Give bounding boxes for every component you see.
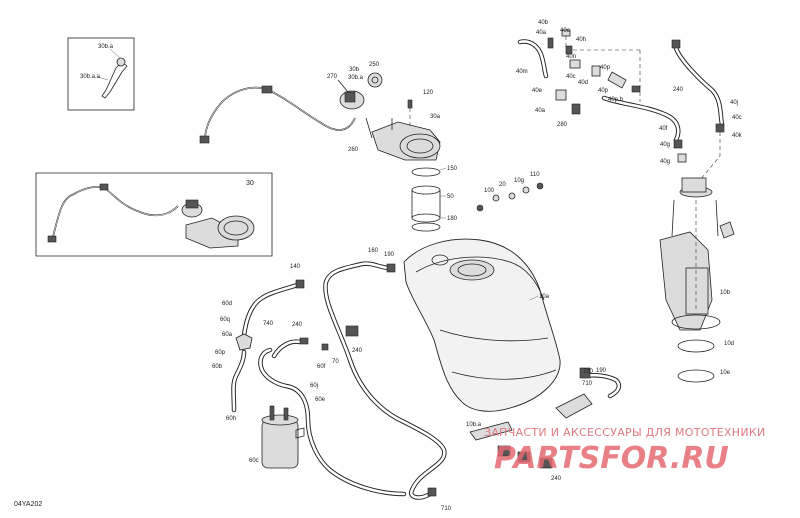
callout-40f: 40f (659, 126, 668, 132)
callout-110: 110 (530, 172, 540, 178)
callout-190: 190 (384, 252, 395, 258)
callout-240-d: 240 (673, 87, 684, 93)
callout-710-b: 710 (441, 506, 452, 512)
callout-40a: 40a (536, 30, 547, 36)
callout-10g: 10g (514, 178, 524, 184)
callout-40h: 40h (576, 37, 586, 43)
callout-40g-b: 40g (660, 159, 670, 165)
callout-240-c: 240 (551, 476, 562, 482)
callout-240-b: 240 (352, 348, 363, 354)
callout-140: 140 (290, 264, 301, 270)
callout-280: 280 (557, 122, 568, 128)
evap-canister-hoses: 140 60d 60q 60a 60p 60b 740 240 240 70 6… (212, 264, 407, 497)
callout-70: 70 (332, 359, 339, 365)
watermark-text: ЗАПЧАСТИ И АКСЕССУАРЫ ДЛЯ МОТОТЕХНИКИ (484, 426, 766, 439)
callout-40d: 40d (578, 80, 588, 86)
callout-100: 100 (484, 188, 495, 194)
callout-60e: 60e (315, 397, 326, 403)
callout-260: 260 (348, 147, 359, 153)
callout-40e: 40e (532, 88, 543, 94)
callout-40p: 40p (600, 65, 611, 71)
callout-40a-2: 40a (535, 108, 546, 114)
callout-40c-2: 40c (566, 74, 576, 80)
callout-190-b: 190 (596, 368, 607, 374)
callout-40b: 40b (538, 20, 549, 26)
callout-50: 50 (447, 194, 454, 200)
callout-60b: 60b (212, 364, 223, 370)
callout-40j: 40j (730, 100, 738, 106)
inset-pump-assembly: 30 (35, 172, 273, 257)
callout-40p-2: 40p (598, 88, 609, 94)
callout-250: 250 (369, 62, 380, 68)
fuel-pump-module-top: 270 30b 30b.a 250 120 30a 260 (199, 62, 441, 161)
callout-740: 740 (263, 321, 274, 327)
callout-240-a: 240 (292, 322, 303, 328)
callout-30b-a-2: 30b.a (348, 75, 364, 81)
vent-hose-left: 160 190 (323, 248, 447, 500)
diagram-code: 04YA202 (14, 501, 42, 508)
callout-10a: 10a (539, 294, 550, 300)
callout-150: 150 (447, 166, 458, 172)
callout-40c-3: 40c (732, 115, 742, 121)
callout-60d: 60d (222, 301, 232, 307)
callout-40g: 40g (660, 142, 670, 148)
callout-40p-b: 40p.b (608, 97, 624, 103)
callout-60q: 60q (220, 317, 230, 323)
callout-60j: 60j (310, 383, 318, 389)
callout-30a: 30a (430, 114, 441, 120)
callout-60h: 60h (226, 416, 236, 422)
callout-20: 20 (499, 182, 506, 188)
callout-730: 730 (583, 369, 594, 375)
inset-label-30: 30 (246, 180, 254, 187)
callout-30b-a-a: 30b.a.a (80, 74, 101, 80)
callout-160: 160 (368, 248, 379, 254)
small-fittings-centre: 110 100 20 10g (476, 172, 544, 212)
callout-10e: 10e (720, 370, 731, 376)
callout-270: 270 (327, 74, 338, 80)
fuel-tank: 10a (403, 238, 561, 412)
callout-180: 180 (447, 216, 458, 222)
watermark-logo: PARTSFOR.RU (494, 441, 729, 476)
callout-30b-a: 30b.a (98, 44, 114, 50)
seal-and-filter-stack: 150 50 180 (411, 166, 458, 232)
callout-60c: 60c (249, 458, 259, 464)
callout-60p: 60p (215, 350, 226, 356)
callout-30b: 30b (349, 67, 360, 73)
callout-40m: 40m (516, 69, 528, 75)
watermark: ЗАПЧАСТИ И АКСЕССУАРЫ ДЛЯ МОТОТЕХНИКИ PA… (484, 426, 766, 476)
inset-sender-detail: 30b.a 30b.a.a (67, 37, 135, 111)
callout-60f: 60f (317, 364, 326, 370)
callout-40n: 40n (566, 54, 576, 60)
tank-mount-bracket: 730 710 190 10b.a 240 710 (441, 367, 622, 512)
fuel-line-assembly: 40b 40a 40h 40c 40n 40m 40c 40p 40e 40d … (516, 20, 743, 181)
callout-710-a: 710 (582, 381, 593, 387)
callout-10d: 10d (724, 341, 734, 347)
callout-60a: 60a (222, 332, 233, 338)
callout-120: 120 (423, 90, 434, 96)
callout-10b-a: 10b.a (466, 422, 482, 428)
callout-40c: 40c (560, 28, 570, 34)
callout-40k: 40k (732, 133, 743, 139)
callout-10b: 10b (720, 290, 731, 296)
fuel-pump-module: 10b 10d 10e (659, 177, 735, 383)
